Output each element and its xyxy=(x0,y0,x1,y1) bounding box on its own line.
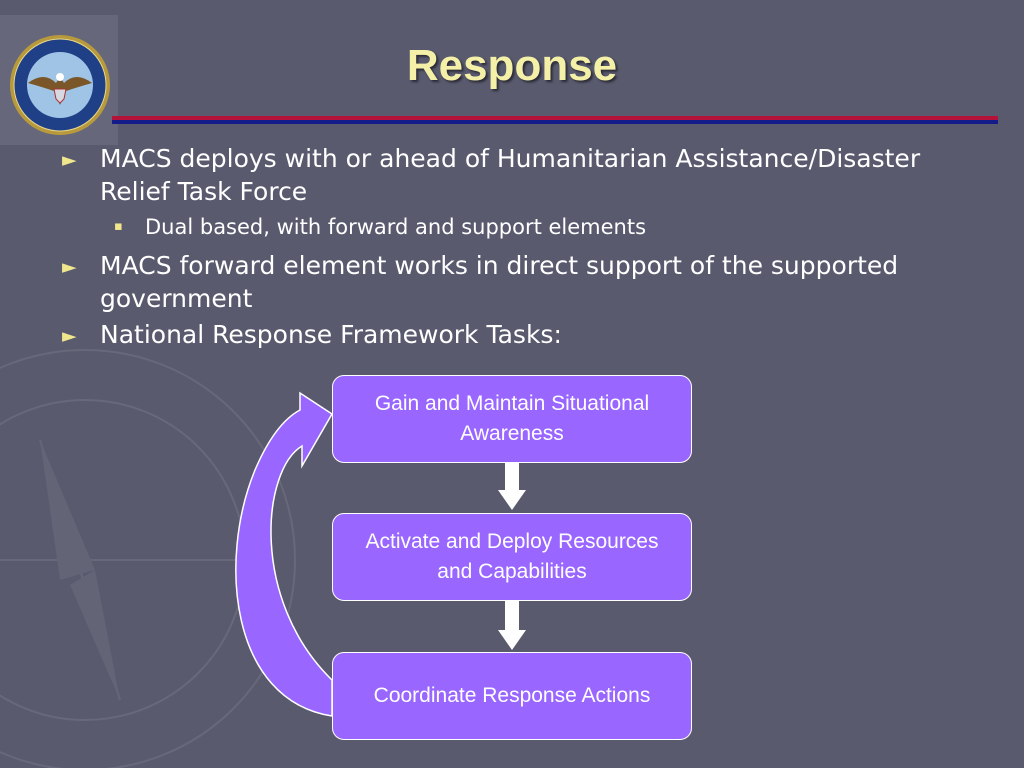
bullet-item: ► MACS forward element works in direct s… xyxy=(62,249,962,315)
down-arrow-icon xyxy=(498,601,526,650)
triangle-bullet-icon: ► xyxy=(62,256,77,278)
flow-step-label: Activate and Deploy Resources and Capabi… xyxy=(365,530,659,583)
down-arrow-icon xyxy=(498,463,526,510)
flow-step-label: Coordinate Response Actions xyxy=(373,684,651,707)
department-of-defense-seal xyxy=(10,35,110,135)
title-rule-red xyxy=(112,116,998,120)
bullet-text: MACS deploys with or ahead of Humanitari… xyxy=(100,144,921,206)
sub-bullet-item: ▪ Dual based, with forward and support e… xyxy=(62,212,962,242)
flow-step-coordinate-response: Coordinate Response Actions xyxy=(332,652,692,740)
bullet-text: MACS forward element works in direct sup… xyxy=(100,251,899,313)
title-rule-blue xyxy=(112,120,998,124)
square-bullet-icon: ▪ xyxy=(114,219,123,234)
bullet-item: ► National Response Framework Tasks: xyxy=(62,318,962,351)
bullet-list: ► MACS deploys with or ahead of Humanita… xyxy=(62,142,962,354)
bullet-item: ► MACS deploys with or ahead of Humanita… xyxy=(62,142,962,208)
flow-step-label: Gain and Maintain Situational Awareness xyxy=(374,392,650,445)
seal-panel xyxy=(0,15,118,145)
triangle-bullet-icon: ► xyxy=(62,149,77,171)
slide-title: Response xyxy=(406,41,618,90)
curved-return-arrow-icon xyxy=(235,391,334,717)
triangle-bullet-icon: ► xyxy=(62,325,77,347)
flow-step-situational-awareness: Gain and Maintain Situational Awareness xyxy=(332,375,692,463)
sub-bullet-text: Dual based, with forward and support ele… xyxy=(145,215,647,239)
bullet-text: National Response Framework Tasks: xyxy=(100,320,562,349)
flow-step-activate-deploy: Activate and Deploy Resources and Capabi… xyxy=(332,513,692,601)
